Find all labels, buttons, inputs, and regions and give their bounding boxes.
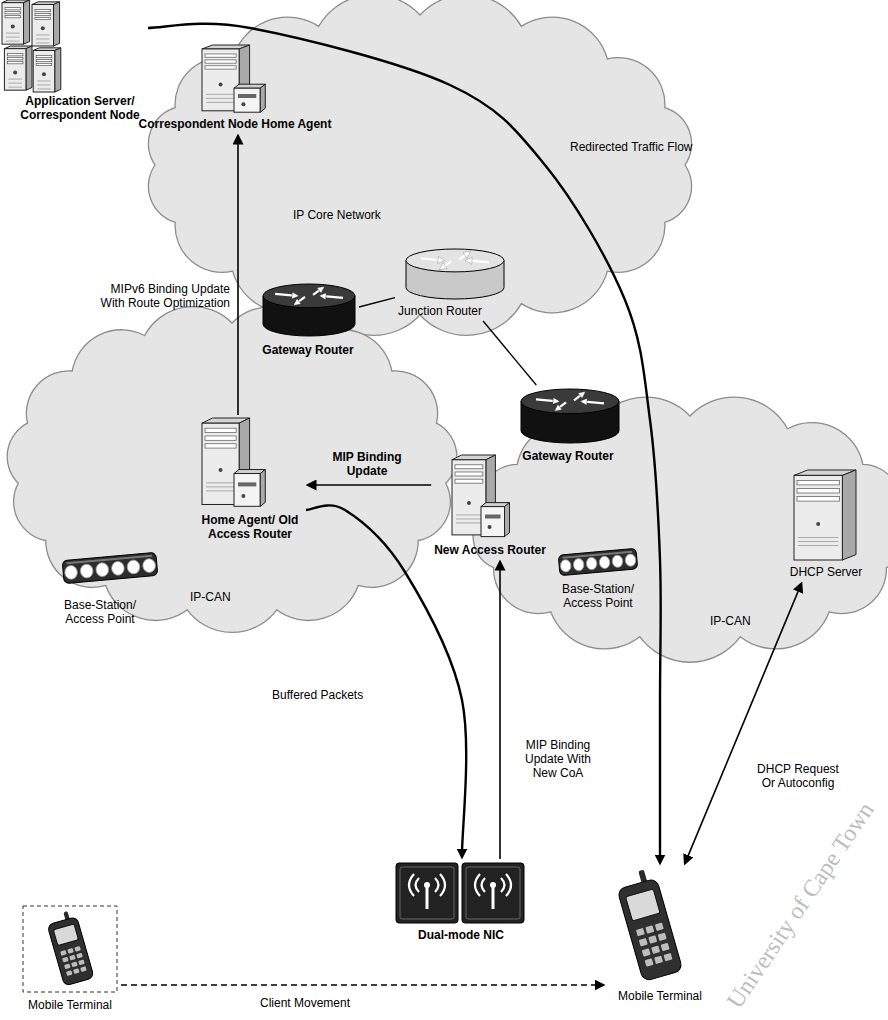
access-router: New Access Router: [431, 452, 549, 560]
cloud-label: IP-CAN: [190, 590, 231, 604]
node-label: Base-Station/ Access Point: [552, 582, 644, 610]
edge-label: Redirected Traffic Flow: [570, 140, 693, 154]
node-label: Junction Router: [398, 304, 482, 318]
base-station: Base-Station/ Access Point: [549, 543, 647, 613]
gateway-router: Gateway Router: [517, 385, 623, 466]
router-icon: [520, 388, 620, 444]
connector-arrow: [237, 139, 239, 415]
edge-label: Client Movement: [260, 996, 350, 1010]
node-label: Base-Station/ Access Point: [54, 598, 146, 626]
mobile-terminal: Mobile Terminal: [19, 902, 121, 1015]
server-icon: [792, 470, 858, 560]
node-label: Mobile Terminal: [618, 989, 702, 1003]
watermark: University of Cape Town: [721, 797, 880, 1014]
connector-line: [483, 321, 536, 385]
server-farm: Application Server/ Correspondent Node: [0, 0, 148, 125]
node-label: Dual-mode NIC: [418, 928, 504, 942]
cloud-fill: [7, 307, 457, 633]
cloud-label: IP-CAN: [710, 614, 751, 628]
connector-arrow: [306, 505, 466, 854]
nic-icon: [395, 862, 527, 924]
mtbox-icon: [22, 905, 118, 993]
home-agent-server: Home Agent/ Old Access Router: [194, 415, 306, 544]
base-station: Base-Station/ Access Point: [51, 547, 163, 629]
node-label: Correspondent Node Home Agent: [139, 117, 332, 131]
farm-icon: [2, 0, 62, 92]
bs-icon: [60, 550, 160, 586]
router-icon: [262, 283, 356, 337]
node-label: Gateway Router: [262, 343, 353, 357]
node-label: Gateway Router: [522, 449, 613, 463]
nic-card: Dual-mode NIC: [392, 859, 530, 945]
node-label: Application Server/ Correspondent Node: [15, 94, 145, 122]
serverbox-icon: [450, 455, 512, 540]
edge-label: MIP Binding Update With New CoA: [512, 738, 604, 780]
home-agent-server: Correspondent Node Home Agent: [136, 42, 335, 134]
node-label: DHCP Server: [790, 565, 862, 579]
edge-label: Buffered Packets: [272, 688, 363, 702]
cloud-label: IP Core Network: [293, 208, 381, 222]
bs-icon: [556, 546, 640, 578]
serverbox-icon: [200, 45, 268, 115]
connector-arrow: [499, 565, 501, 859]
router-icon: [405, 248, 505, 300]
node-label: New Access Router: [434, 543, 546, 557]
edge-label: MIPv6 Binding Update With Route Optimiza…: [90, 282, 230, 310]
connector-arrow: [311, 484, 431, 486]
access-cloud: IP-CAN Gateway RouterHome Agent/ Old Acce…: [0, 293, 477, 643]
node-label: Home Agent/ Old Access Router: [197, 513, 303, 541]
dhcp-server: DHCP Server: [787, 467, 865, 582]
junction-router: Junction Router: [395, 245, 508, 321]
connector-arrow: [686, 587, 800, 861]
edge-label: DHCP Request Or Autoconfig: [752, 762, 844, 790]
node-label: Mobile Terminal: [28, 998, 112, 1012]
edge-label: MIP Binding Update: [317, 450, 417, 478]
serverbox-icon: [200, 418, 268, 510]
mobile-terminal: Mobile Terminal: [605, 865, 705, 1006]
connector-line: [359, 298, 395, 307]
connector-arrow: [121, 984, 600, 986]
phone-icon: [608, 868, 690, 985]
gateway-router: Gateway Router: [259, 280, 359, 360]
access-cloud: IP-CANGateway RouterNew Access RouterBas…: [450, 386, 888, 670]
cloud-fill: [473, 397, 888, 662]
